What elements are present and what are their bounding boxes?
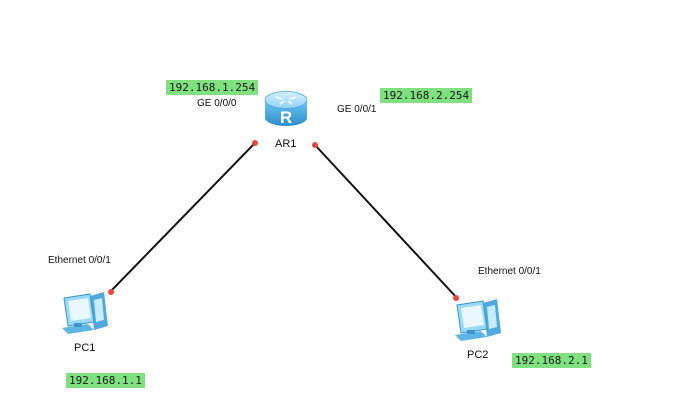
router-ar1[interactable]: R	[262, 88, 310, 130]
pc1-node[interactable]	[60, 290, 110, 335]
pc2-node[interactable]	[453, 297, 503, 342]
port-label-ar1-ge000: GE 0/0/0	[197, 98, 237, 109]
pc2-name-label: PC2	[467, 349, 489, 361]
ip-label-pc2: 192.168.2.1	[512, 353, 591, 368]
pc-icon	[455, 299, 501, 341]
link-ar1-pc1[interactable]	[109, 142, 256, 293]
router-glyph: R	[280, 108, 292, 127]
link-ar1-pc2[interactable]	[314, 144, 458, 299]
port-dot-pc1-eth	[108, 289, 114, 295]
ip-label-pc1: 192.168.1.1	[66, 373, 145, 388]
port-dot-pc2-eth	[453, 295, 459, 301]
router-icon: R	[264, 91, 308, 127]
port-dot-ar1-ge001	[312, 142, 318, 148]
router-name-label: AR1	[275, 138, 297, 150]
pc1-name-label: PC1	[74, 342, 96, 354]
port-label-ar1-ge001: GE 0/0/1	[337, 104, 377, 115]
ip-label-ar1-ge000: 192.168.1.254	[166, 80, 259, 95]
port-dot-ar1-ge000	[252, 140, 258, 146]
pc-icon	[62, 292, 108, 334]
port-label-pc2-eth: Ethernet 0/0/1	[478, 266, 541, 277]
ip-label-ar1-ge001: 192.168.2.254	[380, 88, 473, 103]
port-label-pc1-eth: Ethernet 0/0/1	[48, 255, 111, 266]
